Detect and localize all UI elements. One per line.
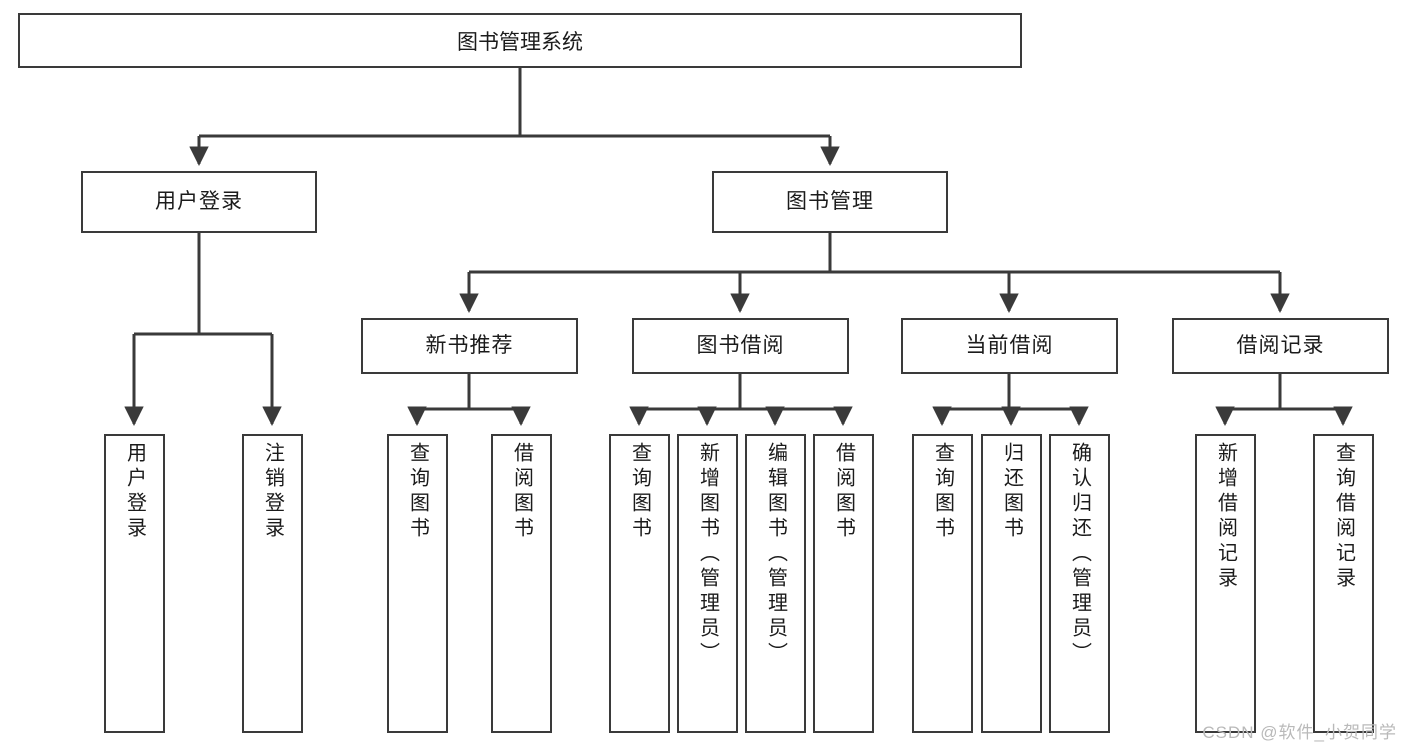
leaf-user-login-logout[interactable]: 注销登录	[242, 434, 303, 733]
leaf-book-borrow-query[interactable]: 查询图书	[609, 434, 670, 733]
node-label: 图书借阅	[696, 334, 785, 358]
node-user-login[interactable]: 用户登录	[81, 171, 317, 233]
leaf-current-borrow-query[interactable]: 查询图书	[912, 434, 973, 733]
leaf-label: 借阅图书	[832, 442, 855, 542]
node-label: 图书管理系统	[457, 30, 583, 54]
watermark: CSDN @软件_小贺同学	[1202, 723, 1397, 742]
node-book-borrow[interactable]: 图书借阅	[632, 318, 849, 374]
leaf-borrow-record-add[interactable]: 新增借阅记录	[1195, 434, 1256, 733]
leaf-new-book-query[interactable]: 查询图书	[387, 434, 448, 733]
leaf-label: 编辑图书（管理员）	[764, 442, 787, 667]
leaf-book-borrow-edit[interactable]: 编辑图书（管理员）	[745, 434, 806, 733]
leaf-label: 新增借阅记录	[1214, 442, 1237, 592]
node-book-management[interactable]: 图书管理	[712, 171, 948, 233]
node-label: 用户登录	[155, 190, 243, 214]
node-label: 借阅记录	[1236, 334, 1325, 358]
leaf-current-borrow-return[interactable]: 归还图书	[981, 434, 1042, 733]
node-label: 图书管理	[786, 190, 874, 214]
node-label: 新书推荐	[425, 334, 514, 358]
leaf-current-borrow-confirm[interactable]: 确认归还（管理员）	[1049, 434, 1110, 733]
leaf-borrow-record-query[interactable]: 查询借阅记录	[1313, 434, 1374, 733]
leaf-user-login-login[interactable]: 用户登录	[104, 434, 165, 733]
leaf-label: 查询图书	[628, 442, 651, 542]
leaf-book-borrow-borrow[interactable]: 借阅图书	[813, 434, 874, 733]
node-label: 当前借阅	[965, 334, 1054, 358]
node-current-borrow[interactable]: 当前借阅	[901, 318, 1118, 374]
leaf-new-book-borrow[interactable]: 借阅图书	[491, 434, 552, 733]
leaf-label: 查询图书	[406, 442, 429, 542]
leaf-book-borrow-add[interactable]: 新增图书（管理员）	[677, 434, 738, 733]
leaf-label: 查询图书	[931, 442, 954, 542]
leaf-label: 注销登录	[261, 442, 284, 542]
leaf-label: 借阅图书	[510, 442, 533, 542]
node-new-book-recommend[interactable]: 新书推荐	[361, 318, 578, 374]
leaf-label: 用户登录	[123, 442, 146, 542]
node-root-system[interactable]: 图书管理系统	[18, 13, 1022, 68]
leaf-label: 确认归还（管理员）	[1068, 442, 1091, 667]
leaf-label: 新增图书（管理员）	[696, 442, 719, 667]
leaf-label: 归还图书	[1000, 442, 1023, 542]
leaf-label: 查询借阅记录	[1332, 442, 1355, 592]
node-borrow-record[interactable]: 借阅记录	[1172, 318, 1389, 374]
